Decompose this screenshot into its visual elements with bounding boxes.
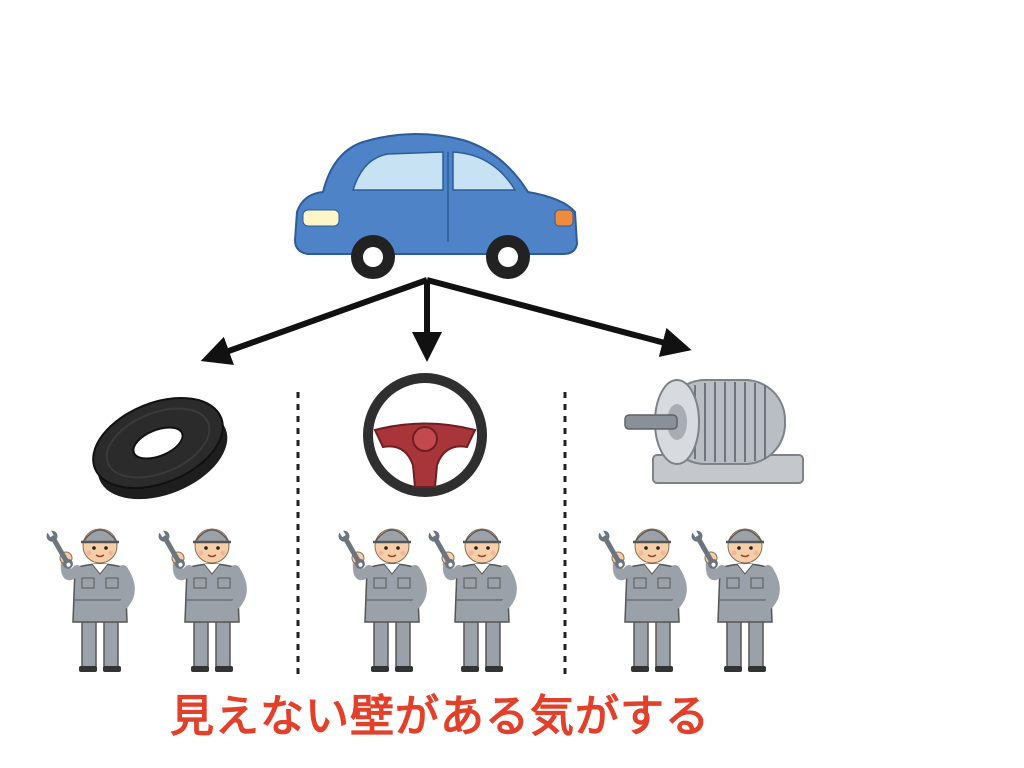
team-motor xyxy=(596,528,775,672)
caption-text: 見えない壁がある気がする xyxy=(170,691,710,742)
mechanic-icon xyxy=(689,528,775,672)
mechanic-icon xyxy=(156,528,242,672)
team-tire xyxy=(44,528,242,672)
mechanic-icon xyxy=(426,528,512,672)
car-icon xyxy=(293,132,579,279)
tire-icon xyxy=(92,397,228,500)
mechanic-icon xyxy=(44,528,130,672)
team-steering-wheel xyxy=(336,528,512,672)
arrow-to-motor xyxy=(426,277,692,357)
mechanic-icon xyxy=(336,528,422,672)
steering-wheel-icon xyxy=(363,373,487,497)
electric-motor-icon xyxy=(624,379,804,484)
arrow-to-tire xyxy=(200,277,429,366)
mechanic-icon xyxy=(596,528,682,672)
